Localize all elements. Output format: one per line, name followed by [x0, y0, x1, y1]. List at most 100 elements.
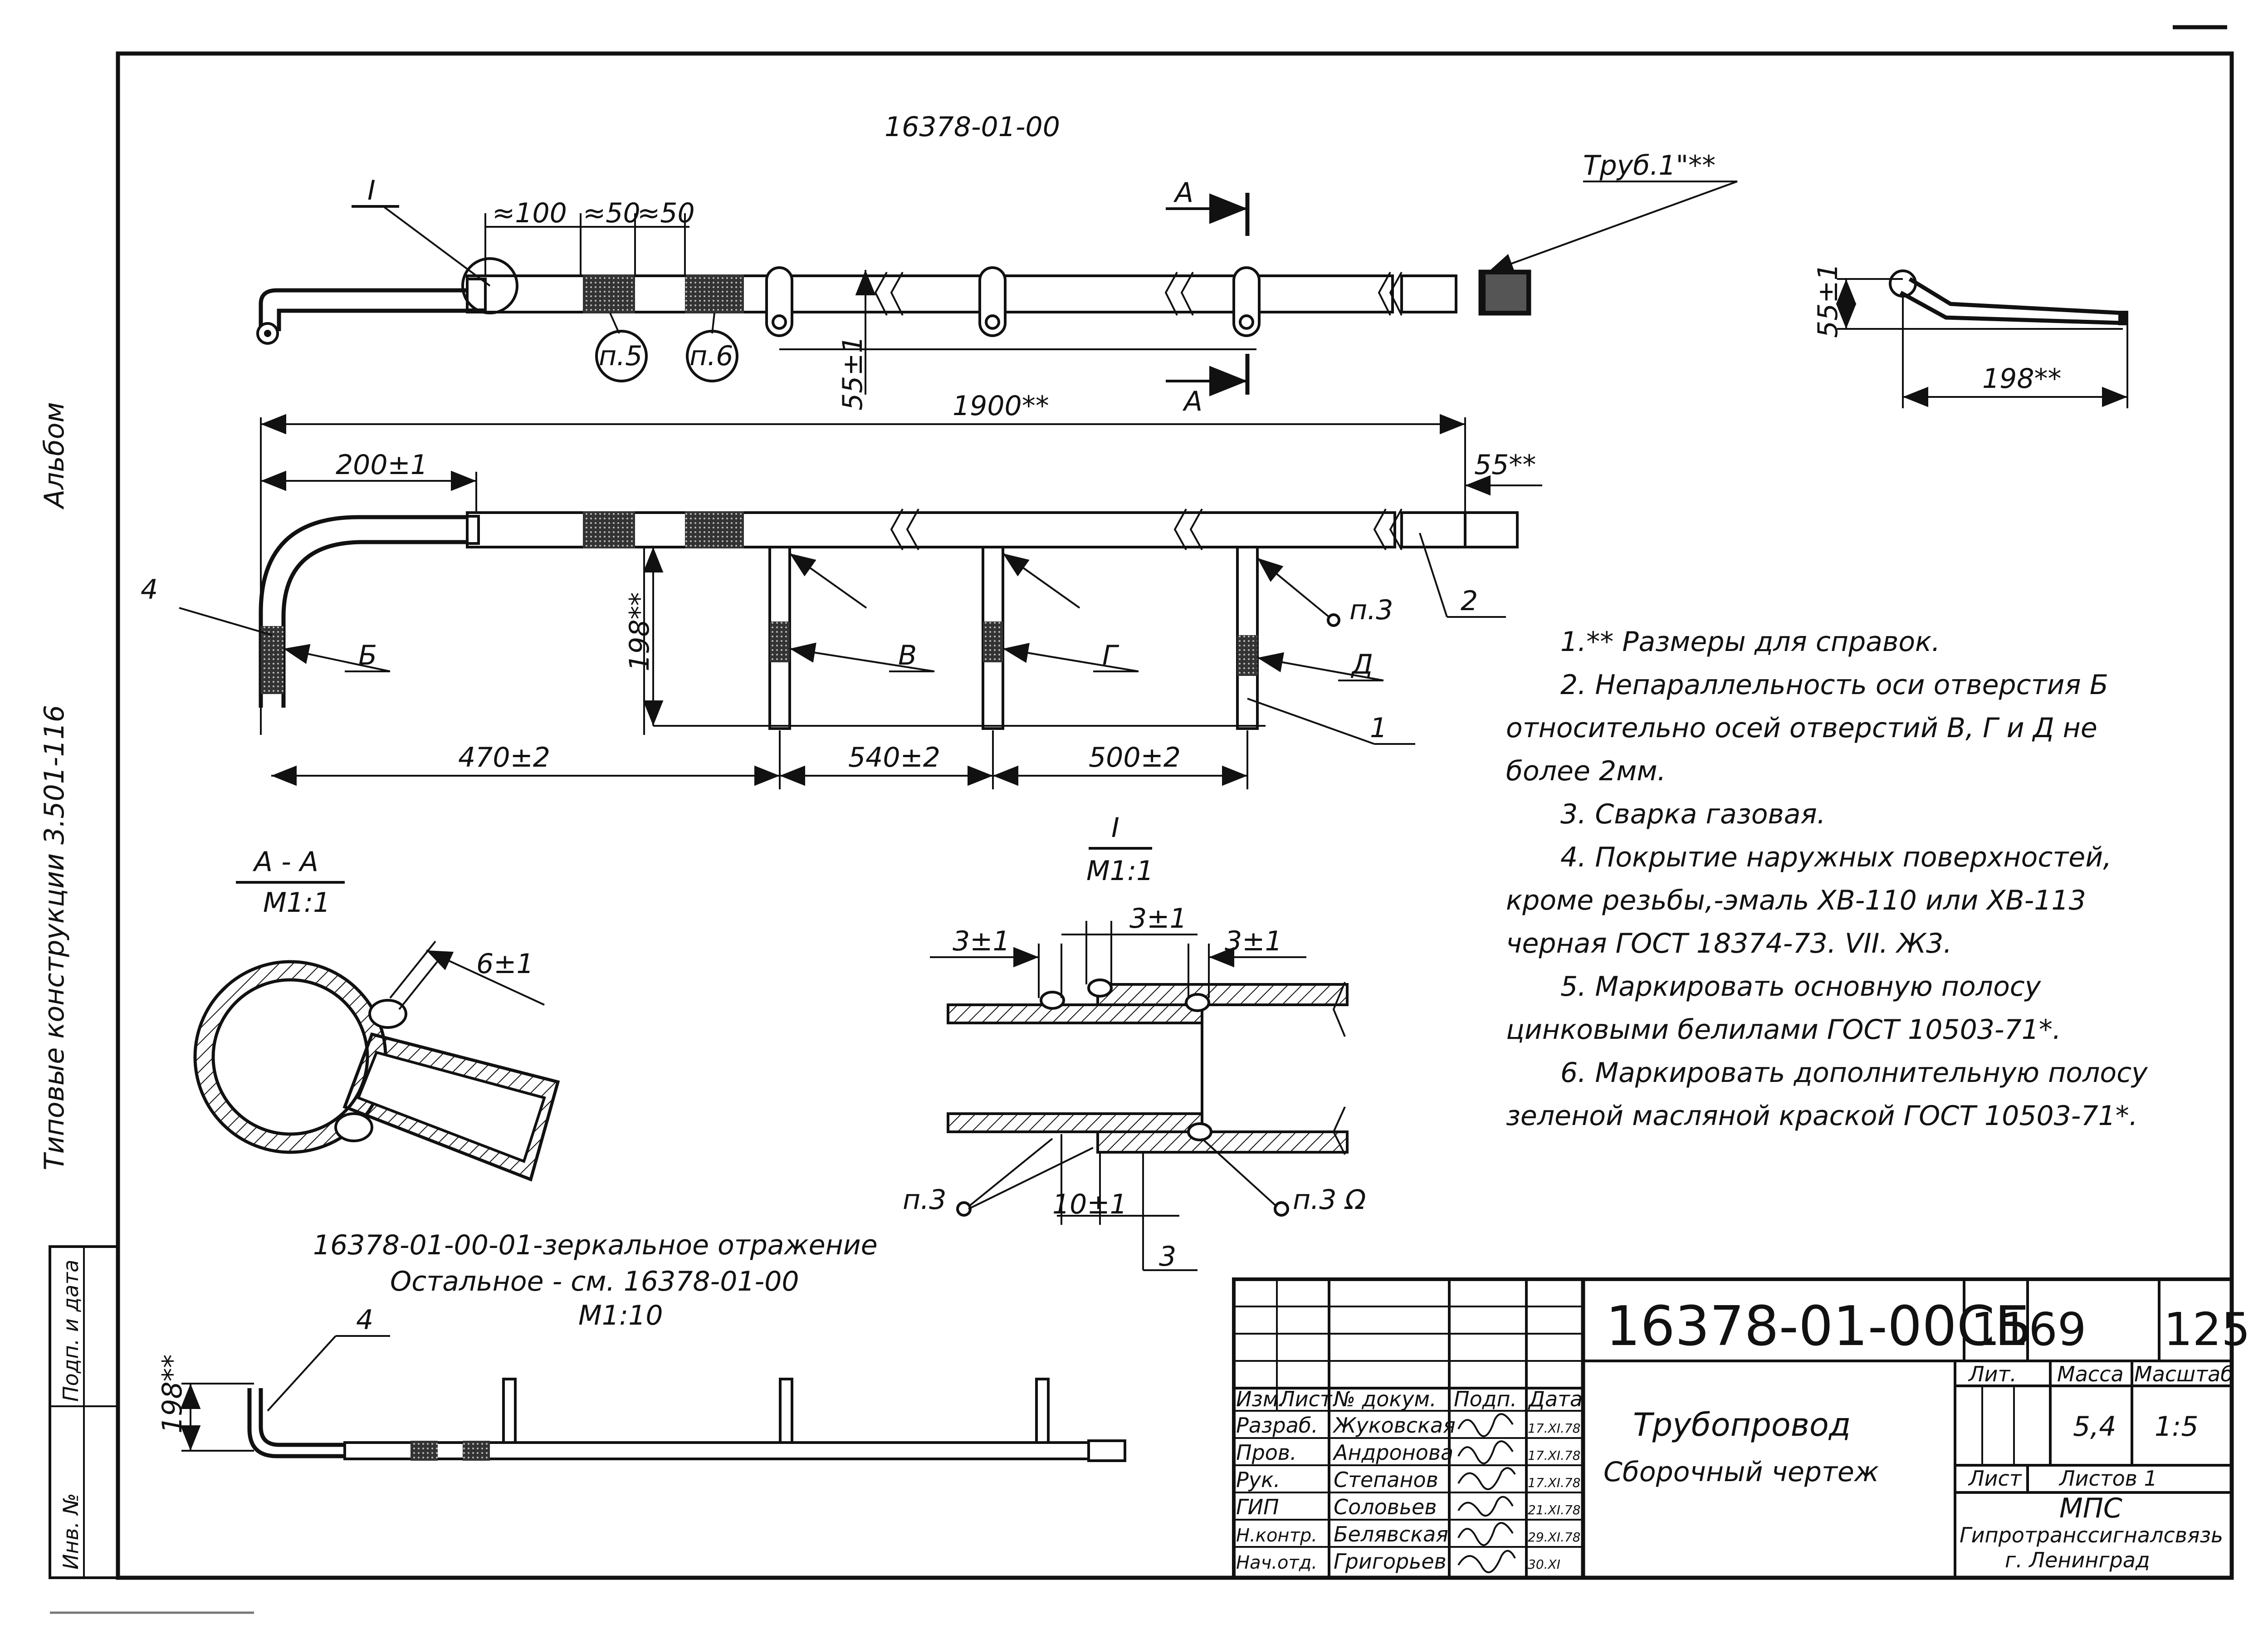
handwritten-signatures — [1457, 1413, 1516, 1573]
org-name: Гипротранссигналсвязь — [1960, 1523, 2223, 1547]
detail-i: I М1:1 3±1 3±1 3±1 10±1 п.3 — [903, 812, 1366, 1272]
dim-55-side: 55±1 — [1812, 263, 1844, 338]
detail-mark-top: I — [367, 175, 376, 206]
name-2: Степанов — [1334, 1468, 1438, 1492]
scale-label: Масштаб — [2134, 1362, 2234, 1386]
note-line-7: кроме резьбы,-эмаль ХВ-110 или ХВ-113 — [1506, 885, 2086, 916]
col-doc: № докум. — [1332, 1387, 1437, 1411]
dim-198: 198** — [624, 592, 655, 671]
inv-number-label: Инв. № — [59, 1493, 83, 1570]
leader-p6: п.6 — [689, 340, 733, 372]
part-2: 2 — [1461, 585, 1478, 617]
dim-3b: 3±1 — [1129, 903, 1187, 934]
date-5: 30.XI — [1528, 1557, 1560, 1572]
technical-notes: 1.** Размеры для справок. 2. Непараллель… — [1506, 626, 2148, 1132]
note-line-8: черная ГОСТ 18374-73. VII. Ж3. — [1506, 928, 1952, 959]
doc-number: 16378-01-00СБ — [1606, 1295, 2032, 1358]
dim-3c: 3±1 — [1225, 925, 1282, 957]
dim-200: 200±1 — [336, 449, 428, 481]
note-line-10: цинковыми белилами ГОСТ 10503-71*. — [1506, 1014, 2061, 1046]
date-1: 17.XI.78 — [1528, 1448, 1581, 1463]
main-band-top — [583, 274, 635, 313]
org-city: г. Ленинград — [2005, 1548, 2150, 1572]
col-list: Лист — [1278, 1387, 1333, 1411]
lit-label: Лит. — [1968, 1362, 2017, 1386]
col-izm: Изм. — [1236, 1387, 1285, 1411]
section-a-a: А - А М1:1 6±1 — [193, 846, 560, 1182]
role-4: Н.контр. — [1236, 1525, 1317, 1546]
part-4: 4 — [141, 574, 158, 606]
dim-10: 10±1 — [1052, 1189, 1127, 1220]
hole-label-b: Б — [358, 640, 377, 671]
scale-value: 1:5 — [2155, 1411, 2199, 1443]
signature-rows: Разраб. Жуковская 17.XI.78 Пров. Андроно… — [1236, 1413, 1581, 1574]
title-block: 16378-01-00СБ 1169 125 Лит. Масса Масшта… — [1232, 1277, 2250, 1580]
small-view-scale: М1:10 — [578, 1300, 663, 1331]
name-3: Соловьев — [1334, 1495, 1437, 1519]
frame-border — [116, 51, 2234, 1580]
col-date: Дата — [1528, 1387, 1583, 1411]
note-line-2: 2. Непараллельность оси отверстия Б — [1560, 669, 2108, 701]
extra-band-front — [685, 511, 744, 548]
series-label: Типовые конструкции 3.501-116 — [39, 705, 70, 1170]
drawing-code: 16378-01-00 — [885, 111, 1060, 143]
dim-470: 470±2 — [458, 742, 550, 773]
dim-55-top: 55±1 — [837, 336, 869, 411]
branch-stubs-top — [765, 266, 1261, 337]
dim-500: 500±2 — [1089, 742, 1181, 773]
role-2: Рук. — [1236, 1468, 1280, 1492]
code-1169: 1169 — [1971, 1303, 2087, 1356]
role-5: Нач.отд. — [1236, 1552, 1317, 1573]
section-scale: М1:1 — [263, 887, 330, 919]
top-view: I ≈100 ≈50 ≈50 п.5 п.6 55±1 А А Труб.1"*… — [256, 150, 1738, 417]
date-2: 17.XI.78 — [1528, 1475, 1581, 1490]
section-title: А - А — [252, 846, 318, 878]
date-0: 17.XI.78 — [1528, 1421, 1581, 1436]
pipe-label: Труб.1"** — [1583, 150, 1716, 181]
dim-540: 540±2 — [848, 742, 940, 773]
mirror-view: 198** 4 — [156, 1304, 1126, 1462]
part-4-mirror: 4 — [356, 1304, 373, 1336]
note-line-4: более 2мм. — [1506, 755, 1666, 787]
mirror-note: 16378-01-00-01-зеркальное отражение — [313, 1229, 878, 1261]
name-1: Андронова — [1332, 1440, 1453, 1465]
name-5: Григорьев — [1334, 1549, 1447, 1574]
dim-1900: 1900** — [953, 390, 1049, 422]
dim-100: ≈100 — [492, 197, 567, 229]
detail-title: I — [1111, 812, 1119, 844]
leader-p3-detail: п.3 — [903, 1184, 946, 1216]
section-arrow-top: А — [1173, 177, 1193, 209]
role-0: Разраб. — [1236, 1413, 1318, 1438]
section-arrow-bottom: А — [1182, 386, 1202, 417]
dim-6: 6±1 — [476, 948, 534, 980]
dim-55-ref: 55** — [1474, 449, 1536, 481]
part-3: 3 — [1159, 1241, 1176, 1272]
leader-p3o-detail: п.3 Ω — [1293, 1184, 1366, 1216]
sheets-count: Листов 1 — [2058, 1466, 2157, 1491]
dim-3a: 3±1 — [953, 925, 1010, 957]
org-mps: МПС — [2059, 1492, 2122, 1524]
mass-label: Масса — [2057, 1362, 2124, 1386]
note-line-11: 6. Маркировать дополнительную полосу — [1560, 1057, 2148, 1089]
main-band-front — [583, 511, 635, 548]
note-line-6: 4. Покрытие наружных поверхностей, — [1560, 841, 2112, 873]
doc-type: Сборочный чертеж — [1603, 1456, 1879, 1488]
col-sign: Подп. — [1454, 1387, 1517, 1411]
sheet-label: Лист — [1968, 1466, 2022, 1491]
note-line-12: зеленой масляной краской ГОСТ 10503-71*. — [1506, 1100, 2138, 1132]
hole-label-d: Д — [1350, 649, 1373, 680]
mass-value: 5,4 — [2073, 1411, 2116, 1443]
album-label: Альбом — [39, 402, 70, 510]
branch-tubes-front — [768, 546, 1259, 730]
note-line-5: 3. Сварка газовая. — [1560, 798, 1826, 830]
note-line-1: 1.** Размеры для справок. — [1560, 626, 1940, 658]
rest-note: Остальное - см. 16378-01-00 — [390, 1266, 799, 1297]
note-line-9: 5. Маркировать основную полосу — [1560, 971, 2042, 1003]
leader-p3-front: п.3 — [1349, 594, 1393, 626]
name-4: Белявская — [1334, 1522, 1448, 1546]
dim-198-side: 198** — [1982, 363, 2062, 395]
note-line-3: относительно осей отверстий В, Г и Д не — [1506, 712, 2097, 744]
dim-50b: ≈50 — [637, 197, 695, 229]
dim-198-mirror: 198** — [156, 1354, 188, 1433]
leader-p5: п.5 — [599, 340, 642, 372]
